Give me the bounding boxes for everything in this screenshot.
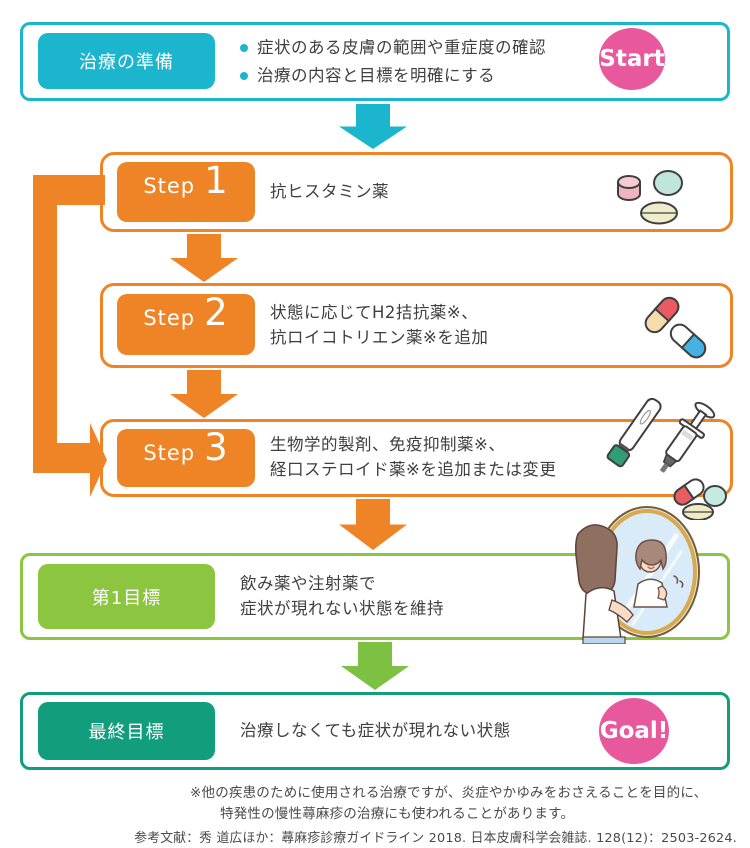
preparation-label: 治療の準備 [38,33,215,89]
start-badge: Start [599,28,665,90]
description-line: 状態に応じてH2拮抗薬※、 [270,302,479,322]
reference-text: 参考文献：秀 道広ほか：蕁麻疹診療ガイドライン 2018. 日本皮膚科学会雑誌.… [134,831,737,846]
bullet-dot-icon [240,44,248,53]
reference-citation: 参考文献：秀 道広ほか：蕁麻疹診療ガイドライン 2018. 日本皮膚科学会雑誌.… [0,827,737,846]
down-arrow-icon [170,370,238,418]
final-goal-label-text: 最終目標 [88,722,165,743]
footnote-line: 特発性の慢性蕁麻疹の治療にも使われることがあります。 [220,805,575,822]
pills-illustration [617,170,683,225]
injection-and-pills-illustration [606,397,727,520]
description-line: 経口ステロイド薬※を追加または変更 [270,460,557,479]
final-goal-description: 治療しなくても症状が現れない状態 [240,692,511,770]
description-line: 飲み薬や注射薬で [240,573,376,593]
description-line: 抗ロイコトリエン薬※を追加 [270,327,489,347]
step2-box [100,283,733,368]
step1-to-step3-connector-arrow [33,175,107,497]
step3-box [100,419,733,497]
step1-description: 抗ヒスタミン薬 [270,152,389,232]
final-goal-box [20,692,730,770]
footnote-line: ※他の疾患のために使用される治療ですが、炎症やかゆみをおさえることを目的に、 [190,785,708,801]
goal1-box [20,553,730,640]
step1-box [100,152,733,232]
description-line: 治療しなくても症状が現れない状態 [240,720,511,740]
final-goal-label: 最終目標 [38,702,215,760]
down-arrow-icon [339,499,407,550]
step-number: 2 [204,291,229,334]
goal-badge: Goal! [599,698,669,764]
footnote: ※他の疾患のために使用される治療ですが、炎症やかゆみをおさえることを目的に、 特… [190,783,742,825]
step3-label: Step 3 [117,429,255,487]
description-line: 抗ヒスタミン薬 [270,181,389,201]
step-number: 3 [204,426,229,469]
bullet-text: 治療の内容と目標を明確にする [257,66,496,86]
down-arrow-icon [341,642,409,690]
bullet-item: 症状のある皮膚の範囲や重症度の確認 [240,34,546,62]
down-arrow-icon [170,234,238,282]
preparation-box [20,22,730,101]
start-badge-text: Start [599,46,665,72]
step-number: 1 [204,159,229,202]
bullet-dot-icon [240,72,248,81]
step2-description: 状態に応じてH2拮抗薬※、 抗ロイコトリエン薬※を追加 [270,283,488,368]
step2-label: Step 2 [117,294,255,355]
step-word: Step [143,174,196,198]
bullet-item: 治療の内容と目標を明確にする [240,62,546,90]
goal1-description: 飲み薬や注射薬で 症状が現れない状態を維持 [240,553,444,640]
down-arrow-icon [339,104,407,149]
preparation-bullets: 症状のある皮膚の範囲や重症度の確認 治療の内容と目標を明確にする [240,34,546,90]
bullet-text: 症状のある皮膚の範囲や重症度の確認 [257,38,546,57]
description-line: 生物学的製剤、免疫抑制薬※、 [270,435,506,455]
step-word: Step [143,306,196,330]
step1-label: Step 1 [117,162,255,222]
goal-badge-text: Goal! [599,718,669,744]
capsules-illustration [644,296,707,359]
woman-mirror-illustration [575,506,700,644]
step-word: Step [143,441,196,465]
goal1-label-text: 第1目標 [91,587,162,609]
description-line: 症状が現れない状態を維持 [240,598,444,618]
preparation-label-text: 治療の準備 [79,52,174,73]
step3-description: 生物学的製剤、免疫抑制薬※、 経口ステロイド薬※を追加または変更 [270,419,556,497]
goal1-label: 第1目標 [38,564,215,629]
